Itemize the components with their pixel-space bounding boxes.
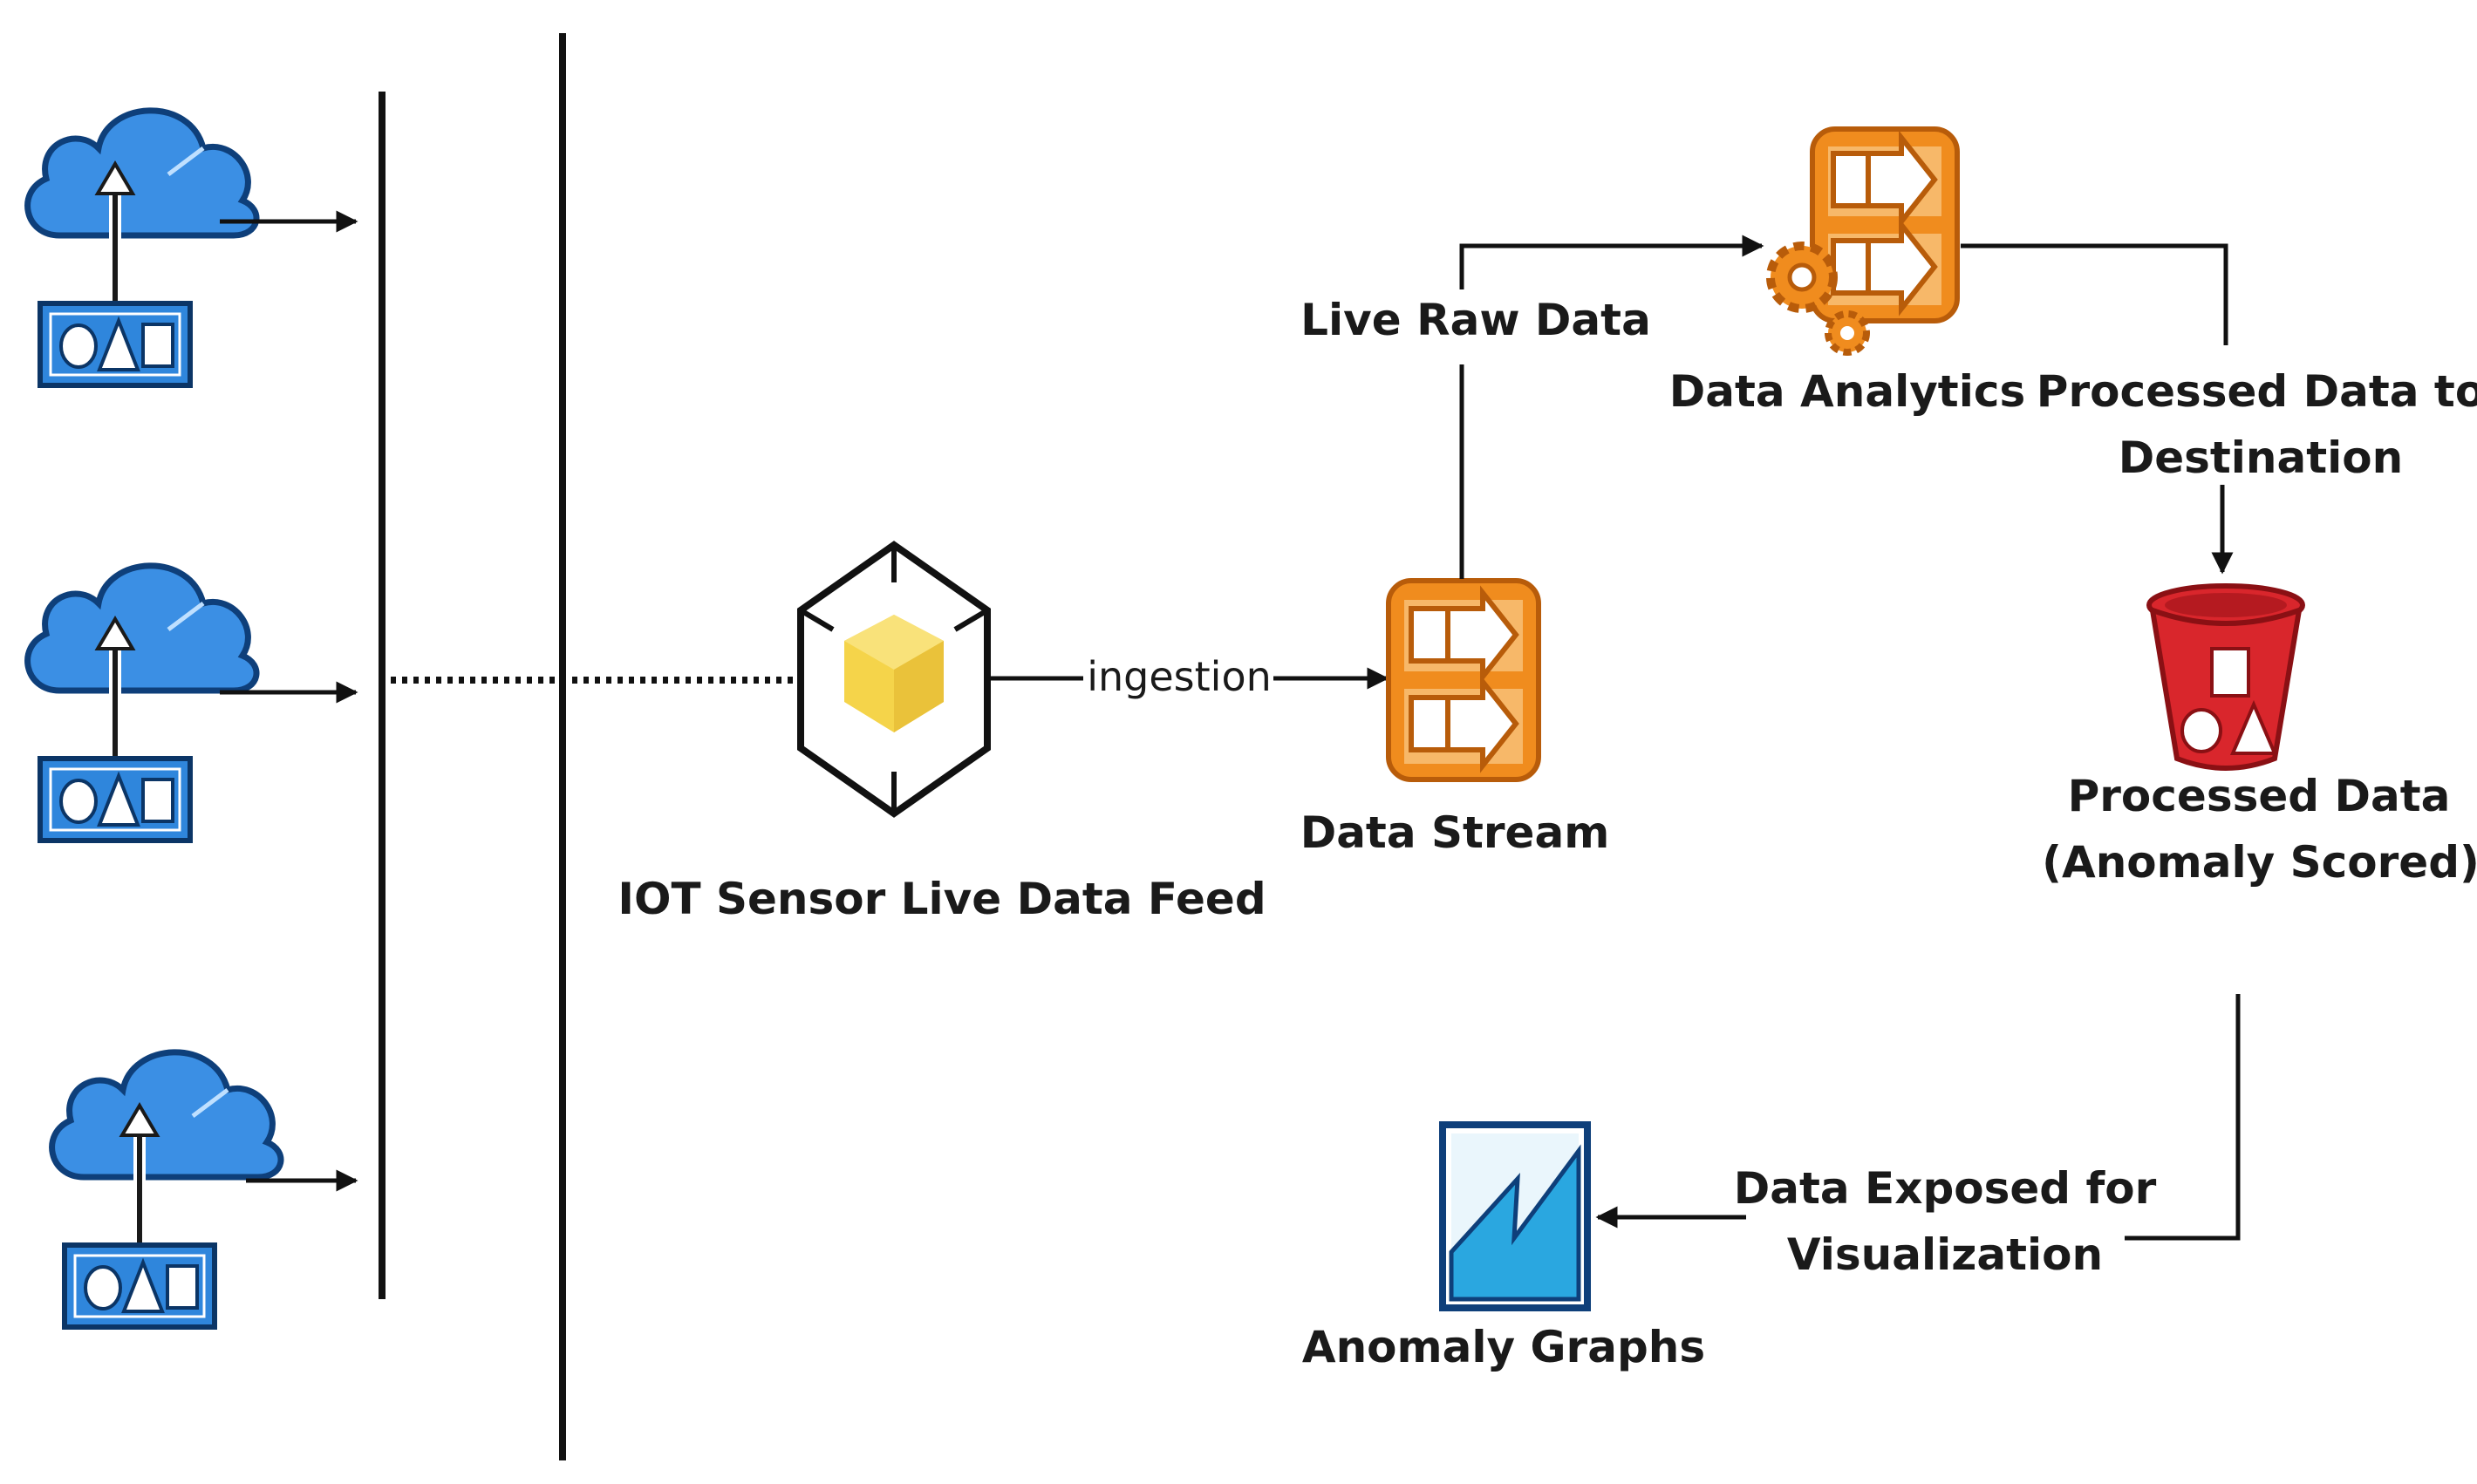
device-3 [52,1052,358,1327]
processed-to-dest-line1: Processed Data to [2037,366,2477,417]
processed-data-line2: (Anomaly Scored) [2042,837,2477,888]
iot-cube-icon [797,541,991,818]
processed-line-upper [1961,243,2228,345]
device-2 [28,566,358,841]
storage-bucket-icon [2146,583,2305,771]
anomaly-graph-icon [1439,1121,1591,1311]
iot-feed-label: IOT Sensor Live Data Feed [618,874,1266,924]
data-stream-label: Data Stream [1300,807,1610,858]
ingestion-label: ingestion [1087,653,1272,700]
cloud-upload-device-icon [52,1052,281,1327]
data-analytics-icon [1766,126,1960,356]
raw-data-line-upper [1459,235,1764,289]
exposed-line-right [2125,994,2241,1241]
anomaly-graphs-label: Anomaly Graphs [1302,1322,1705,1372]
live-raw-data-label: Live Raw Data [1300,295,1651,345]
cloud-upload-device-icon [28,566,256,841]
exposed-line1: Data Exposed for [1734,1163,2157,1214]
data-analytics-label: Data Analytics [1669,366,2026,417]
exposed-line2: Visualization [1787,1229,2103,1280]
processed-data-line1: Processed Data [2068,771,2451,821]
cloud-upload-device-icon [28,111,256,385]
device-1 [28,111,358,385]
processed-to-dest-line2: Destination [2119,432,2404,483]
data-stream-icon [1386,578,1541,782]
